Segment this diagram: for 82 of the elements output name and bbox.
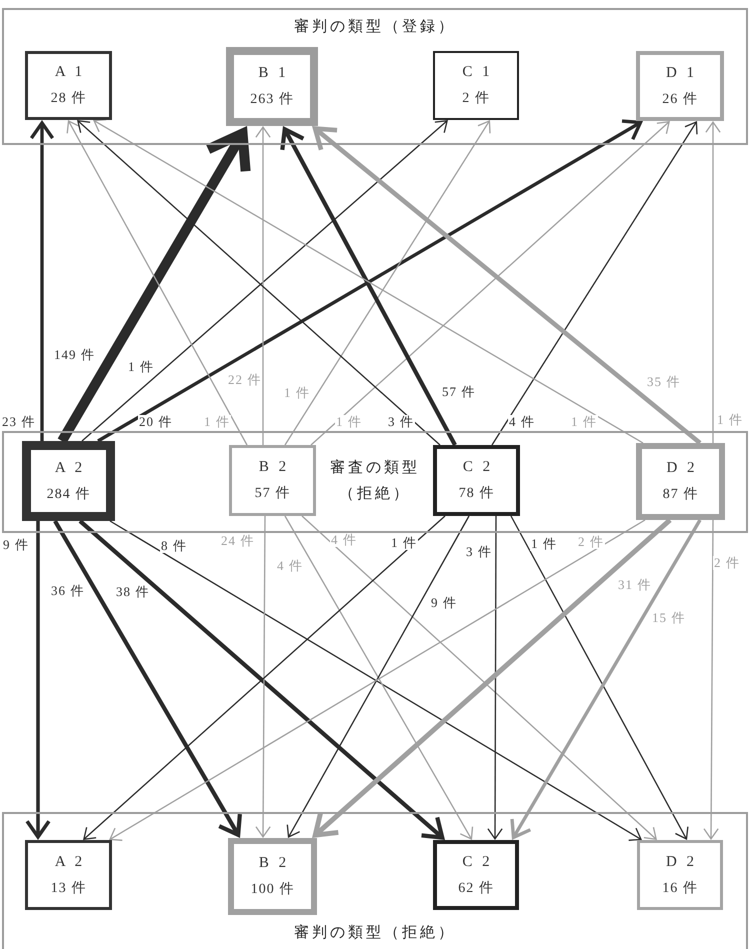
count-label: 100 件	[250, 882, 294, 898]
arrow	[30, 121, 54, 441]
category-label: C 2	[461, 854, 493, 870]
category-box	[636, 51, 724, 121]
category-box	[228, 838, 317, 915]
arrow	[25, 521, 51, 839]
edge-label: 31 件	[617, 578, 652, 592]
edge-label: 1 件	[716, 413, 744, 427]
category-box	[25, 840, 112, 910]
arrow	[487, 516, 503, 840]
category-label: B 1	[257, 65, 289, 81]
edge-label: 1 件	[283, 386, 311, 400]
category-label: C 2	[462, 459, 494, 475]
count-label: 13 件	[50, 880, 86, 896]
category-label: D 2	[665, 460, 698, 476]
group-frame	[2, 431, 748, 533]
edge-label: 4 件	[276, 559, 304, 573]
edge-label: 9 件	[430, 596, 458, 610]
group-title: 審判の類型（拒絶）	[294, 923, 456, 943]
count-label: 284 件	[46, 486, 90, 502]
category-box	[22, 441, 115, 521]
category-box	[229, 445, 316, 516]
category-label: A 2	[54, 854, 86, 870]
category-label: A 1	[54, 64, 86, 80]
arrow	[284, 120, 491, 446]
edge-label: 36 件	[50, 584, 86, 598]
edge-label: 57 件	[441, 385, 476, 399]
edge-label: 1 件	[335, 415, 363, 429]
count-label: 62 件	[458, 880, 494, 896]
group-title: 審判の類型（登録）	[294, 17, 456, 37]
edge-label: 22 件	[227, 373, 262, 387]
edge-label: 23 件	[1, 415, 36, 429]
category-box	[636, 443, 725, 520]
arrow	[255, 516, 271, 838]
edge-label: 149 件	[53, 348, 96, 362]
count-label: 263 件	[250, 92, 294, 108]
edge-label: 1 件	[570, 415, 598, 429]
edge-label: 2 件	[713, 556, 741, 570]
category-label: B 2	[258, 459, 290, 475]
edge-label: 3 件	[387, 415, 415, 429]
arrow	[53, 520, 242, 837]
group-title: 審査の類型（拒絶）	[329, 458, 421, 504]
arrow	[255, 126, 271, 445]
count-label: 87 件	[662, 487, 698, 503]
edge-label: 38 件	[115, 585, 150, 599]
count-label: 16 件	[662, 880, 698, 896]
arrow	[280, 127, 457, 446]
category-box	[433, 445, 520, 516]
arrow	[491, 121, 698, 446]
edge-label: 4 件	[508, 415, 536, 429]
category-label: D 1	[664, 64, 698, 80]
group-frame	[2, 8, 748, 145]
edge-label: 8 件	[160, 539, 188, 553]
category-label: C 1	[461, 64, 493, 80]
count-label: 28 件	[50, 91, 86, 107]
edge-label: 1 件	[390, 536, 418, 550]
group-frame	[2, 812, 748, 949]
count-label: 78 件	[458, 486, 494, 502]
category-box	[433, 51, 519, 120]
category-box	[433, 840, 519, 910]
category-label: B 2	[258, 855, 290, 871]
count-label: 2 件	[462, 91, 490, 107]
edge-label: 1 件	[530, 537, 558, 551]
edge-label: 4 件	[330, 533, 358, 547]
category-label: A 2	[54, 460, 86, 476]
category-label: D 2	[664, 854, 698, 870]
edge-label: 9 件	[2, 538, 30, 552]
edge-label: 2 件	[577, 535, 605, 549]
edge-label: 15 件	[651, 611, 686, 625]
category-box	[637, 840, 723, 910]
category-box	[226, 47, 318, 126]
arrow	[705, 121, 721, 443]
arrow	[703, 520, 719, 840]
edge-label: 3 件	[465, 545, 493, 559]
edge-label: 35 件	[646, 375, 682, 389]
count-label: 57 件	[254, 486, 290, 502]
edge-label: 1 件	[127, 360, 155, 374]
edge-label: 1 件	[203, 415, 231, 429]
category-box	[25, 51, 112, 120]
count-label: 26 件	[662, 92, 698, 108]
edge-label: 20 件	[138, 415, 174, 429]
edge-label: 24 件	[220, 534, 256, 548]
